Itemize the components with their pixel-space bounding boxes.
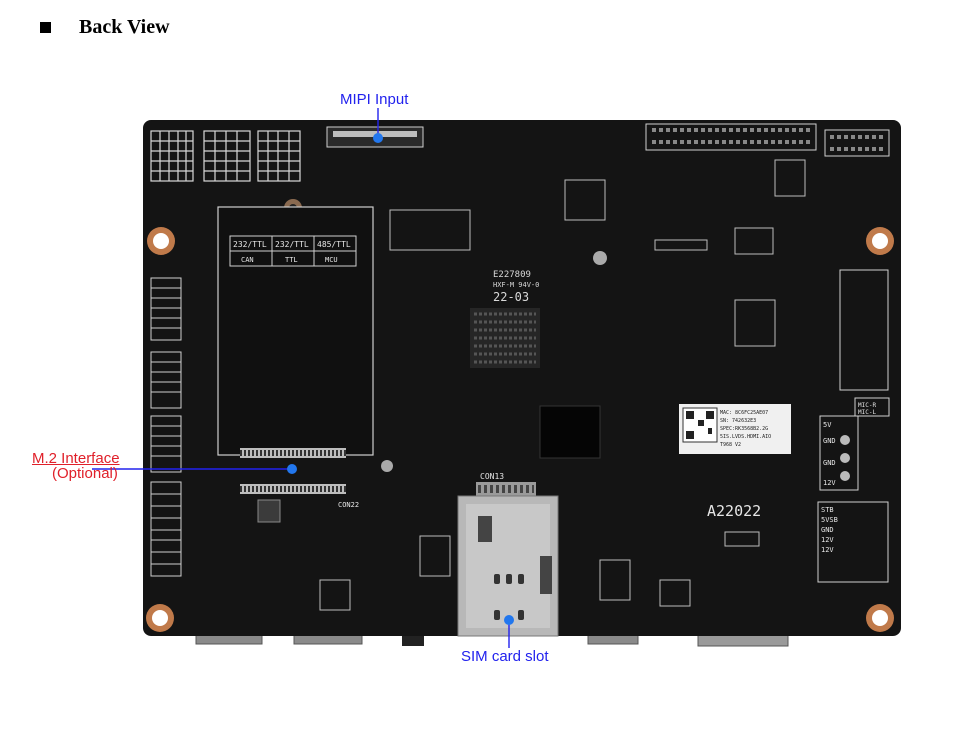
bullet-square-icon [40, 22, 51, 33]
pin-mic-l: MIC-L [858, 409, 876, 416]
mipi-input-label: MIPI Input [340, 91, 409, 108]
con13-label: CON13 [480, 472, 504, 481]
sticker-line-1: MAC: 8C6FC25AE07 [720, 410, 768, 416]
sticker-line-4: 5IS.LVDS.HDMI.AIO [720, 434, 771, 440]
serial-label-1: 232/TTL [233, 240, 267, 249]
mipi-callout-dot [373, 133, 383, 143]
pin-gnd-2: GND [823, 459, 836, 467]
pin-stb: STB [821, 506, 834, 514]
serial-label-5: TTL [285, 256, 298, 264]
top-right-header [645, 123, 890, 157]
con22-label: CON22 [338, 501, 359, 509]
section-heading: Back View [40, 16, 170, 39]
pin-mic-r: MIC-R [858, 402, 876, 409]
model-text: A22022 [707, 502, 761, 520]
sim-callout-dot [504, 615, 514, 625]
spec-label-sticker: MAC: 8C6FC25AE07 SN: 742632E3 SPEC:RK356… [679, 404, 791, 454]
right-pin-headers: MIC-R MIC-L 5V GND GND 12V STB 5VSB GND … [817, 269, 890, 583]
sim-card-slot: CON13 CON22 [338, 472, 559, 637]
pin-5v: 5V [823, 421, 832, 429]
serial-label-3: 485/TTL [317, 240, 351, 249]
section-title: Back View [79, 16, 170, 38]
callout-lines [92, 108, 514, 648]
serial-label-4: CAN [241, 256, 254, 264]
sticker-line-5: T968 V2 [720, 442, 741, 448]
pin-12v-2: 12V [821, 536, 834, 544]
sticker-line-3: SPEC:RK3568B2.2G [720, 426, 768, 432]
m2-optional-label: (Optional) [52, 465, 118, 482]
ul-sub-text: HXF-M 94V-0 [493, 281, 539, 289]
serial-label-2: 232/TTL [275, 240, 309, 249]
date-code-text: 22-03 [493, 290, 529, 304]
component-cluster [257, 159, 806, 611]
pin-gnd-3: GND [821, 526, 834, 534]
serial-label-6: MCU [325, 256, 338, 264]
m2-interface-label: M.2 Interface [32, 450, 120, 467]
m2-callout-dot [287, 464, 297, 474]
ul-mark-text: E227809 [493, 270, 531, 280]
m2-slot: 232/TTL 232/TTL 485/TTL CAN TTL MCU [217, 206, 374, 494]
pin-gnd-1: GND [823, 437, 836, 445]
pin-12v-3: 12V [821, 546, 834, 554]
sim-card-slot-label: SIM card slot [461, 648, 549, 665]
sticker-line-2: SN: 742632E3 [720, 418, 756, 424]
pin-5vsb: 5VSB [821, 516, 838, 524]
pin-12v: 12V [823, 479, 836, 487]
left-pin-headers [150, 277, 182, 577]
top-left-headers [150, 130, 301, 182]
